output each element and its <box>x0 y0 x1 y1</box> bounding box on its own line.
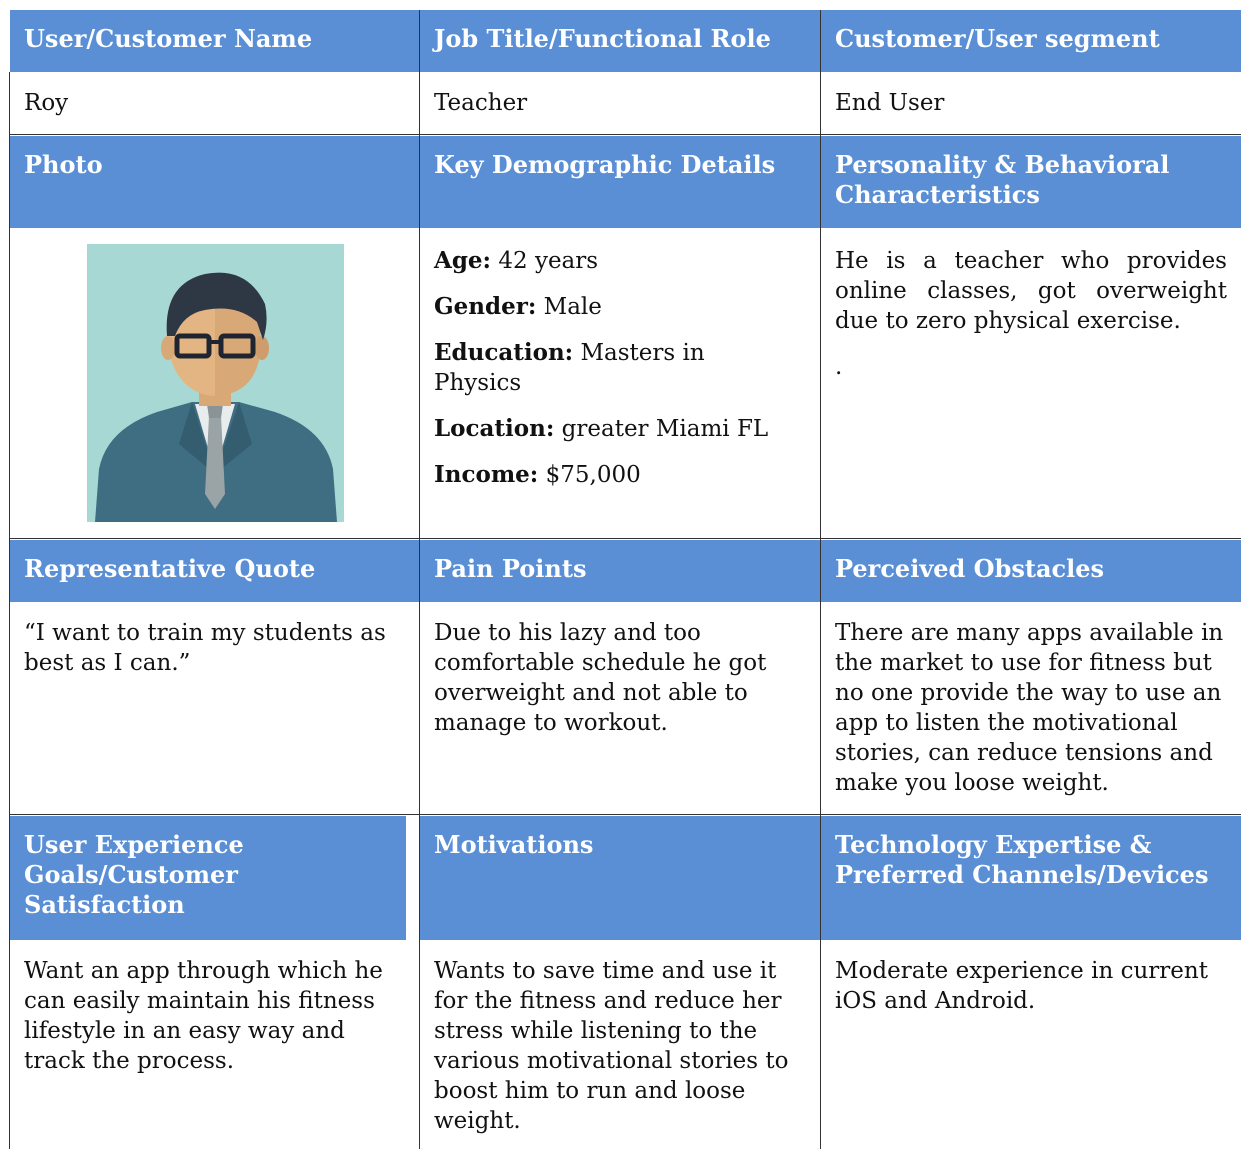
value-motivations: Wants to save time and use it for the fi… <box>434 958 789 1134</box>
demo-income-label: Income: <box>434 461 539 488</box>
demo-age-label: Age: <box>434 247 492 274</box>
grid-line-row2 <box>9 538 1241 539</box>
header-pain-points: Pain Points <box>420 540 821 602</box>
value-tech-expertise: Moderate experience in current iOS and A… <box>835 958 1208 1014</box>
header-customer-name: User/Customer Name <box>10 10 420 72</box>
demo-income: Income: $75,000 <box>434 460 807 490</box>
demo-education-value: Masters in Physics <box>434 340 705 396</box>
header-job-title: Job Title/Functional Role <box>420 10 821 72</box>
header-ux-goals: User Experience Goals/Customer Satisfact… <box>10 816 406 940</box>
photo-cell <box>10 230 420 538</box>
demo-gender: Gender: Male <box>434 292 807 322</box>
value-job-title: Teacher <box>434 90 528 116</box>
demo-gender-label: Gender: <box>434 293 537 320</box>
value-ux-goals: Want an app through which he can easily … <box>24 958 383 1074</box>
demo-income-value: $75,000 <box>538 462 641 488</box>
header-motivations: Motivations <box>420 816 821 940</box>
header-photo: Photo <box>10 136 420 228</box>
grid-line-col1 <box>419 10 420 1149</box>
value-pain-points: Due to his lazy and too comfortable sche… <box>434 620 767 736</box>
header-segment: Customer/User segment <box>821 10 1241 72</box>
demo-location-label: Location: <box>434 415 555 442</box>
personality-dot: . <box>835 354 843 380</box>
value-customer-name: Roy <box>24 90 69 116</box>
businessman-avatar-icon <box>87 244 344 522</box>
demo-education-label: Education: <box>434 339 574 366</box>
demo-education: Education: Masters in Physics <box>434 338 734 398</box>
header-personality: Personality & Behavioral Characteristics <box>821 136 1241 228</box>
demographics-cell: Age: 42 years Gender: Male Education: Ma… <box>420 230 821 538</box>
header-tech-expertise: Technology Expertise & Preferred Channel… <box>821 816 1241 940</box>
header-demographics: Key Demographic Details <box>420 136 821 228</box>
personality-text: He is a teacher who provides online clas… <box>835 248 1227 334</box>
header-quote: Representative Quote <box>10 540 420 602</box>
demo-gender-value: Male <box>536 294 602 320</box>
demo-location-value: greater Miami FL <box>554 416 769 442</box>
value-obstacles: There are many apps available in the mar… <box>835 620 1224 796</box>
value-segment: End User <box>835 90 945 116</box>
grid-line-left <box>9 72 10 1149</box>
demo-age: Age: 42 years <box>434 246 807 276</box>
personality-cell: He is a teacher who provides online clas… <box>821 230 1241 538</box>
grid-line-row3 <box>9 814 1241 815</box>
value-quote: “I want to train my students as best as … <box>24 620 386 676</box>
grid-line-row1 <box>9 134 1241 135</box>
header-obstacles: Perceived Obstacles <box>821 540 1241 602</box>
grid-line-col2 <box>820 10 821 1149</box>
demo-location: Location: greater Miami FL <box>434 414 807 444</box>
demo-age-value: 42 years <box>491 248 599 274</box>
